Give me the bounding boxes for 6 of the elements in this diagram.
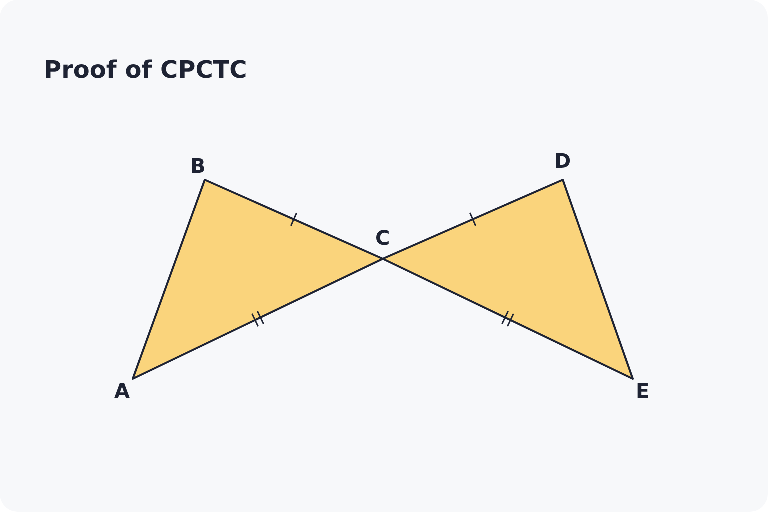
vertex-label: E: [636, 379, 650, 403]
vertex-label: B: [190, 154, 206, 178]
vertex-label: A: [114, 379, 130, 403]
vertex-label: D: [554, 149, 572, 173]
vertex-label: C: [376, 226, 390, 250]
title: Proof of CPCTC: [44, 56, 248, 84]
